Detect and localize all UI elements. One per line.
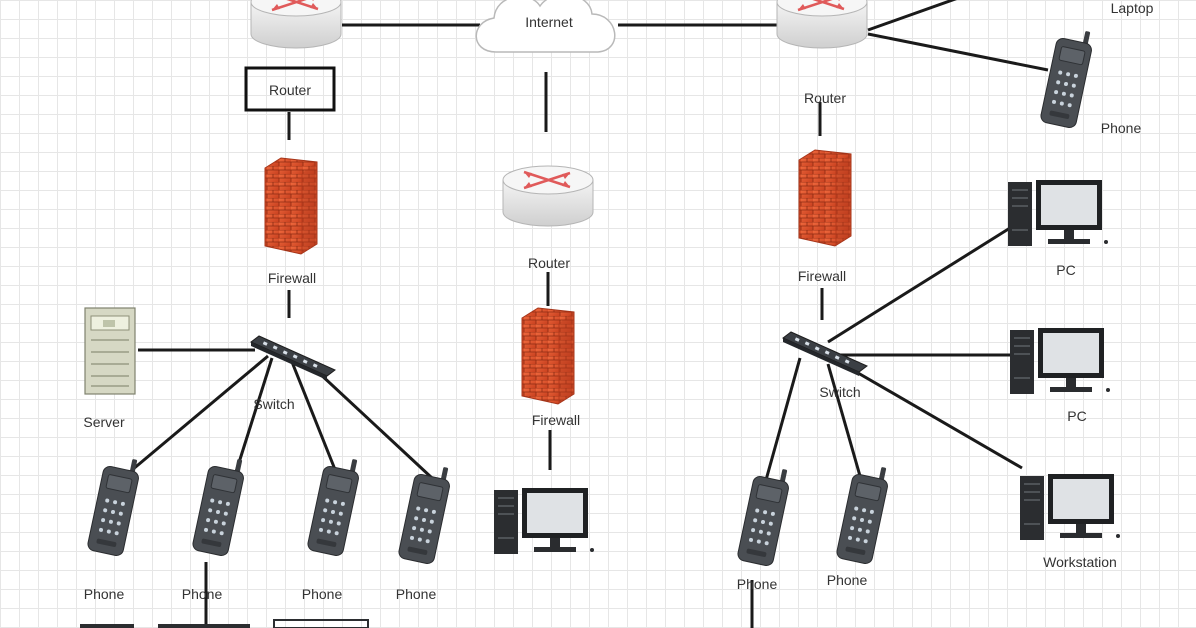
router-label-right: Router [803, 90, 847, 106]
phone-label-l1: Phone [83, 586, 125, 602]
router-label-left: Router [268, 82, 312, 98]
phone-label-l4: Phone [395, 586, 437, 602]
workstation-label: Workstation [1043, 554, 1117, 570]
phone-icon [191, 452, 248, 558]
laptop-label: Laptop [1110, 0, 1154, 16]
link-router-right-phone [867, 32, 1049, 72]
router-icon [775, 0, 869, 50]
switch-label-left: Switch [253, 396, 295, 412]
pc-icon [493, 487, 595, 555]
phone-icon [306, 452, 363, 558]
firewall-icon [521, 307, 575, 405]
pc-icon [1019, 473, 1121, 541]
switch-label-right: Switch [819, 384, 861, 400]
phone-icon [835, 460, 892, 566]
link-switch-left-phone-3 [290, 361, 338, 473]
firewall-label-right: Firewall [797, 268, 847, 284]
link-switch-right-phone-1 [764, 357, 802, 481]
link-switch-right-workstation [845, 364, 1023, 470]
link-switch-right-phone-2 [826, 363, 862, 477]
phone-icon [397, 460, 454, 566]
pc-icon [1007, 179, 1109, 247]
pc-icon [1009, 327, 1111, 395]
phone-icon [1039, 24, 1096, 130]
phone-label-top-right: Phone [1100, 120, 1142, 136]
cropped-devices-bottom [80, 619, 369, 628]
link-switch-left-phone-4 [316, 370, 434, 480]
firewall-icon [798, 149, 852, 247]
cloud-icon [475, 0, 616, 53]
firewall-label-left: Firewall [267, 270, 317, 286]
firewall-icon [264, 157, 318, 255]
phone-icon [86, 452, 143, 558]
link-router-right-laptop [867, 0, 957, 32]
router-icon [501, 164, 595, 228]
phone-label-l3: Phone [301, 586, 343, 602]
firewall-label-center: Firewall [531, 412, 581, 428]
link-switch-right-pc-1 [827, 226, 1011, 344]
phone-label-l2: Phone [181, 586, 223, 602]
link-switch-left-phone-2 [234, 357, 274, 473]
pc-label-2: PC [1067, 408, 1087, 424]
server-label: Server [83, 414, 125, 430]
link-switch-left-phone-1 [131, 354, 269, 472]
router-label-center: Router [527, 255, 571, 271]
server-icon [84, 307, 136, 395]
router-icon [249, 0, 343, 50]
internet-label: Internet [525, 14, 573, 30]
phone-label-r2: Phone [826, 572, 868, 588]
phone-icon [736, 462, 793, 568]
router-label-box [244, 66, 336, 112]
pc-label-1: PC [1056, 262, 1076, 278]
phone-label-r1: Phone [736, 576, 778, 592]
